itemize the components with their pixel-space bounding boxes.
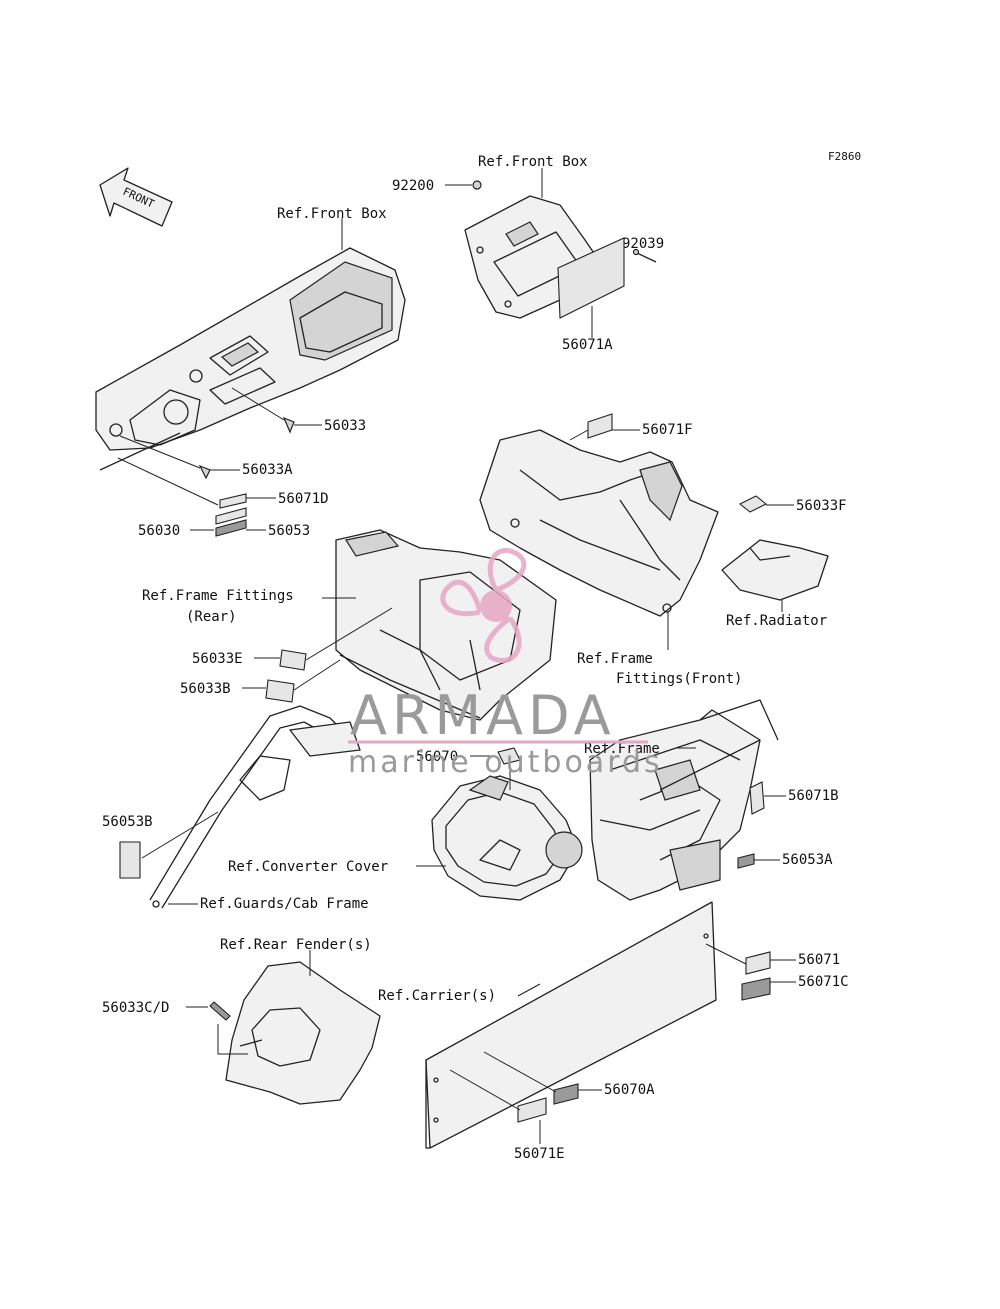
callout-ref-frame-fittings-rear-1: Ref.Frame Fittings (142, 588, 294, 604)
decal-56033CD (209, 1001, 231, 1021)
callout-ref-frame-fittings-front-2: Fittings(Front) (616, 671, 742, 687)
callout-92200: 92200 (392, 178, 434, 194)
callout-ref-carriers: Ref.Carrier(s) (378, 988, 496, 1004)
clip-56033-icon (282, 416, 295, 434)
callout-ref-rear-fenders: Ref.Rear Fender(s) (220, 937, 372, 953)
frame-fittings-front (479, 429, 719, 617)
front-box-dash (95, 247, 406, 471)
decal-56071C (741, 977, 771, 1001)
callout-56030: 56030 (138, 523, 180, 539)
callout-ref-frame: Ref.Frame (584, 741, 660, 757)
callout-56033F: 56033F (796, 498, 847, 514)
watermark-logo-blade-icon (487, 548, 527, 593)
decal-56071 (745, 951, 771, 975)
decal-56071D (219, 493, 247, 509)
decal-56030 (215, 507, 247, 525)
front-arrow-icon: FRONT (99, 167, 173, 227)
callout-56033A: 56033A (242, 462, 293, 478)
callout-56071E: 56071E (514, 1146, 565, 1162)
decal-56071B (749, 781, 765, 815)
callout-92039: 92039 (622, 236, 664, 252)
decal-56070 (497, 747, 521, 765)
callout-ref-front-box-top: Ref.Front Box (478, 154, 588, 170)
rear-fender (225, 961, 381, 1105)
decal-56071E (517, 1097, 547, 1123)
callout-56053: 56053 (268, 523, 310, 539)
watermark-brand: ARMADA (350, 684, 616, 747)
callout-ref-frame-fittings-front-1: Ref.Frame (577, 651, 653, 667)
callout-56053A: 56053A (782, 852, 833, 868)
decal-56033F (738, 495, 768, 513)
callout-56033B: 56033B (180, 681, 231, 697)
decal-56053B (119, 841, 141, 879)
callout-ref-guards-cab-frame: Ref.Guards/Cab Frame (200, 896, 369, 912)
callout-56033CD: 56033C/D (102, 1000, 169, 1016)
decal-56070A (553, 1083, 579, 1105)
radiator-bracket (721, 539, 829, 601)
figure-code: F2860 (828, 150, 861, 163)
watermark-logo-hub-icon (480, 590, 512, 622)
screw-92039-icon (632, 248, 657, 263)
decal-56033B (265, 679, 295, 703)
clip-56033A-icon (198, 464, 211, 480)
callout-56033: 56033 (324, 418, 366, 434)
watermark-tagline: marine outboards (348, 745, 663, 780)
callout-56070A: 56070A (604, 1082, 655, 1098)
callout-56071: 56071 (798, 952, 840, 968)
callout-56033E: 56033E (192, 651, 243, 667)
watermark-logo (440, 548, 527, 663)
converter-cover (431, 775, 583, 901)
callout-ref-converter-cover: Ref.Converter Cover (228, 859, 388, 875)
callout-56053B: 56053B (102, 814, 153, 830)
decal-56071F (587, 413, 613, 439)
guards-cab-frame (149, 705, 361, 909)
callout-56071C: 56071C (798, 974, 849, 990)
decal-56053 (215, 519, 247, 537)
callout-56071B: 56071B (788, 788, 839, 804)
callout-ref-frame-fittings-rear-2: (Rear) (186, 609, 237, 625)
callout-56071F: 56071F (642, 422, 693, 438)
callout-56071D: 56071D (278, 491, 329, 507)
callout-56070: 56070 (416, 749, 458, 765)
decal-56053A (737, 853, 755, 869)
main-frame (589, 699, 779, 901)
frame-fittings-rear (335, 529, 557, 721)
carrier-panel (425, 901, 717, 1149)
decal-56071A (557, 237, 625, 319)
callout-ref-radiator: Ref.Radiator (726, 613, 827, 629)
callout-ref-front-box-left: Ref.Front Box (277, 206, 387, 222)
nut-92200-icon (472, 180, 482, 190)
decal-56033E (279, 649, 307, 671)
callout-56071A: 56071A (562, 337, 613, 353)
